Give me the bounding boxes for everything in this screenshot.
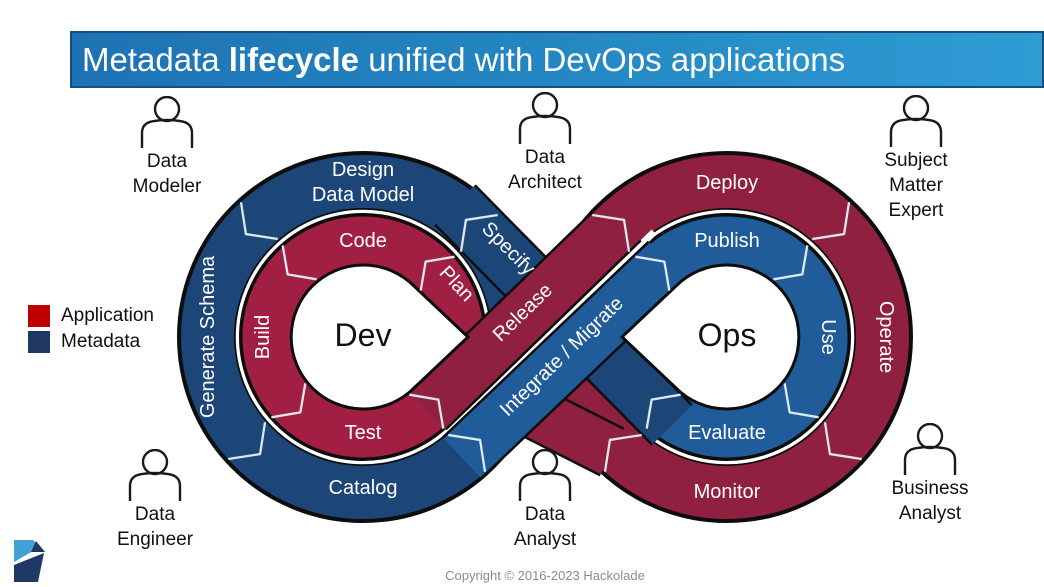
legend-swatch-metadata <box>28 331 50 353</box>
person-icon <box>889 95 943 147</box>
center-label-ops: Ops <box>698 317 757 353</box>
ring-label-data-model: Data Model <box>312 184 414 206</box>
persona-label: Data <box>524 504 566 525</box>
crossing-bands <box>407 184 693 480</box>
ring-label-operate: Operate <box>875 301 897 373</box>
legend-swatch-application <box>28 305 50 327</box>
ring-label-catalog: Catalog <box>329 477 398 499</box>
page-title-bold: lifecycle <box>228 40 360 78</box>
legend-item-metadata: Metadata <box>28 329 154 355</box>
release-band <box>408 201 641 430</box>
header-bar: Metadata lifecycle unified with DevOps a… <box>70 31 1044 88</box>
page-title-prefix: Metadata <box>82 40 229 78</box>
persona-label: Data <box>146 151 188 172</box>
ring-label-publish: Publish <box>694 230 760 252</box>
legend-label-metadata: Metadata <box>61 331 141 352</box>
person-icon <box>518 449 572 501</box>
persona-label: Data <box>134 504 176 525</box>
persona-label: Analyst <box>513 529 577 550</box>
chevron-separator-icon <box>239 202 278 241</box>
persona-subject-matter-expert: Subject Matter Expert <box>836 95 996 223</box>
persona-label: Architect <box>508 172 582 193</box>
persona-data-modeler: Data Modeler <box>87 96 247 199</box>
persona-label: Subject <box>884 150 948 171</box>
ring-label-build: Build <box>252 315 274 359</box>
ring-label-use: Use <box>817 319 839 355</box>
ring-label-generate-schema: Generate Schema <box>197 255 219 418</box>
chevron-separator-icon <box>812 202 851 241</box>
chevron-separator-icon <box>281 245 317 281</box>
persona-label: Business <box>891 478 969 499</box>
chevron-separator-icon <box>271 383 307 419</box>
ring-label-design: Design <box>332 159 394 181</box>
person-icon <box>128 449 182 501</box>
chevron-separator-icon <box>635 255 671 291</box>
legend: Application Metadata <box>28 303 154 355</box>
persona-data-analyst: Data Analyst <box>465 449 625 552</box>
chevron-separator-icon <box>823 422 862 461</box>
center-label-dev: Dev <box>335 317 392 353</box>
chevron-separator-icon <box>773 245 809 281</box>
persona-label: Expert <box>888 200 944 221</box>
chevron-separator-icon <box>603 433 642 472</box>
persona-label: Data <box>524 147 566 168</box>
chevron-separator-icon <box>592 213 631 252</box>
persona-label: Engineer <box>116 529 194 550</box>
chevron-separator-icon <box>459 213 498 252</box>
chevron-separator-icon <box>419 255 455 291</box>
ops-center-hole <box>619 263 801 411</box>
page-title-suffix: unified with DevOps applications <box>359 40 846 78</box>
person-icon <box>903 423 957 475</box>
chevron-separator-icon <box>645 393 681 429</box>
persona-data-engineer: Data Engineer <box>75 449 235 552</box>
segment-separators <box>228 202 862 472</box>
hackolade-logo <box>14 540 45 582</box>
legend-label-application: Application <box>61 305 154 326</box>
ring-label-evaluate: Evaluate <box>688 422 766 444</box>
chevron-separator-icon <box>448 433 487 472</box>
copyright-text: Copyright © 2016-2023 Hackolade <box>445 568 645 583</box>
persona-business-analyst: Business Analyst <box>850 423 1010 526</box>
legend-item-application: Application <box>28 303 154 329</box>
dev-center-hole <box>289 263 471 411</box>
ring-label-test: Test <box>345 422 382 444</box>
person-icon <box>140 96 194 148</box>
ring-label-monitor: Monitor <box>694 481 761 503</box>
integrate-migrate-band <box>442 241 688 479</box>
persona-label: Matter <box>889 175 943 196</box>
person-icon <box>518 92 572 144</box>
ring-label-code: Code <box>339 230 387 252</box>
ring-label-deploy: Deploy <box>696 172 758 194</box>
chevron-separator-icon <box>409 393 445 429</box>
chevron-separator-icon <box>783 383 819 419</box>
persona-data-architect: Data Architect <box>465 92 625 195</box>
persona-label: Analyst <box>898 503 962 524</box>
persona-label: Modeler <box>132 176 202 197</box>
chevron-separator-icon <box>228 422 267 461</box>
